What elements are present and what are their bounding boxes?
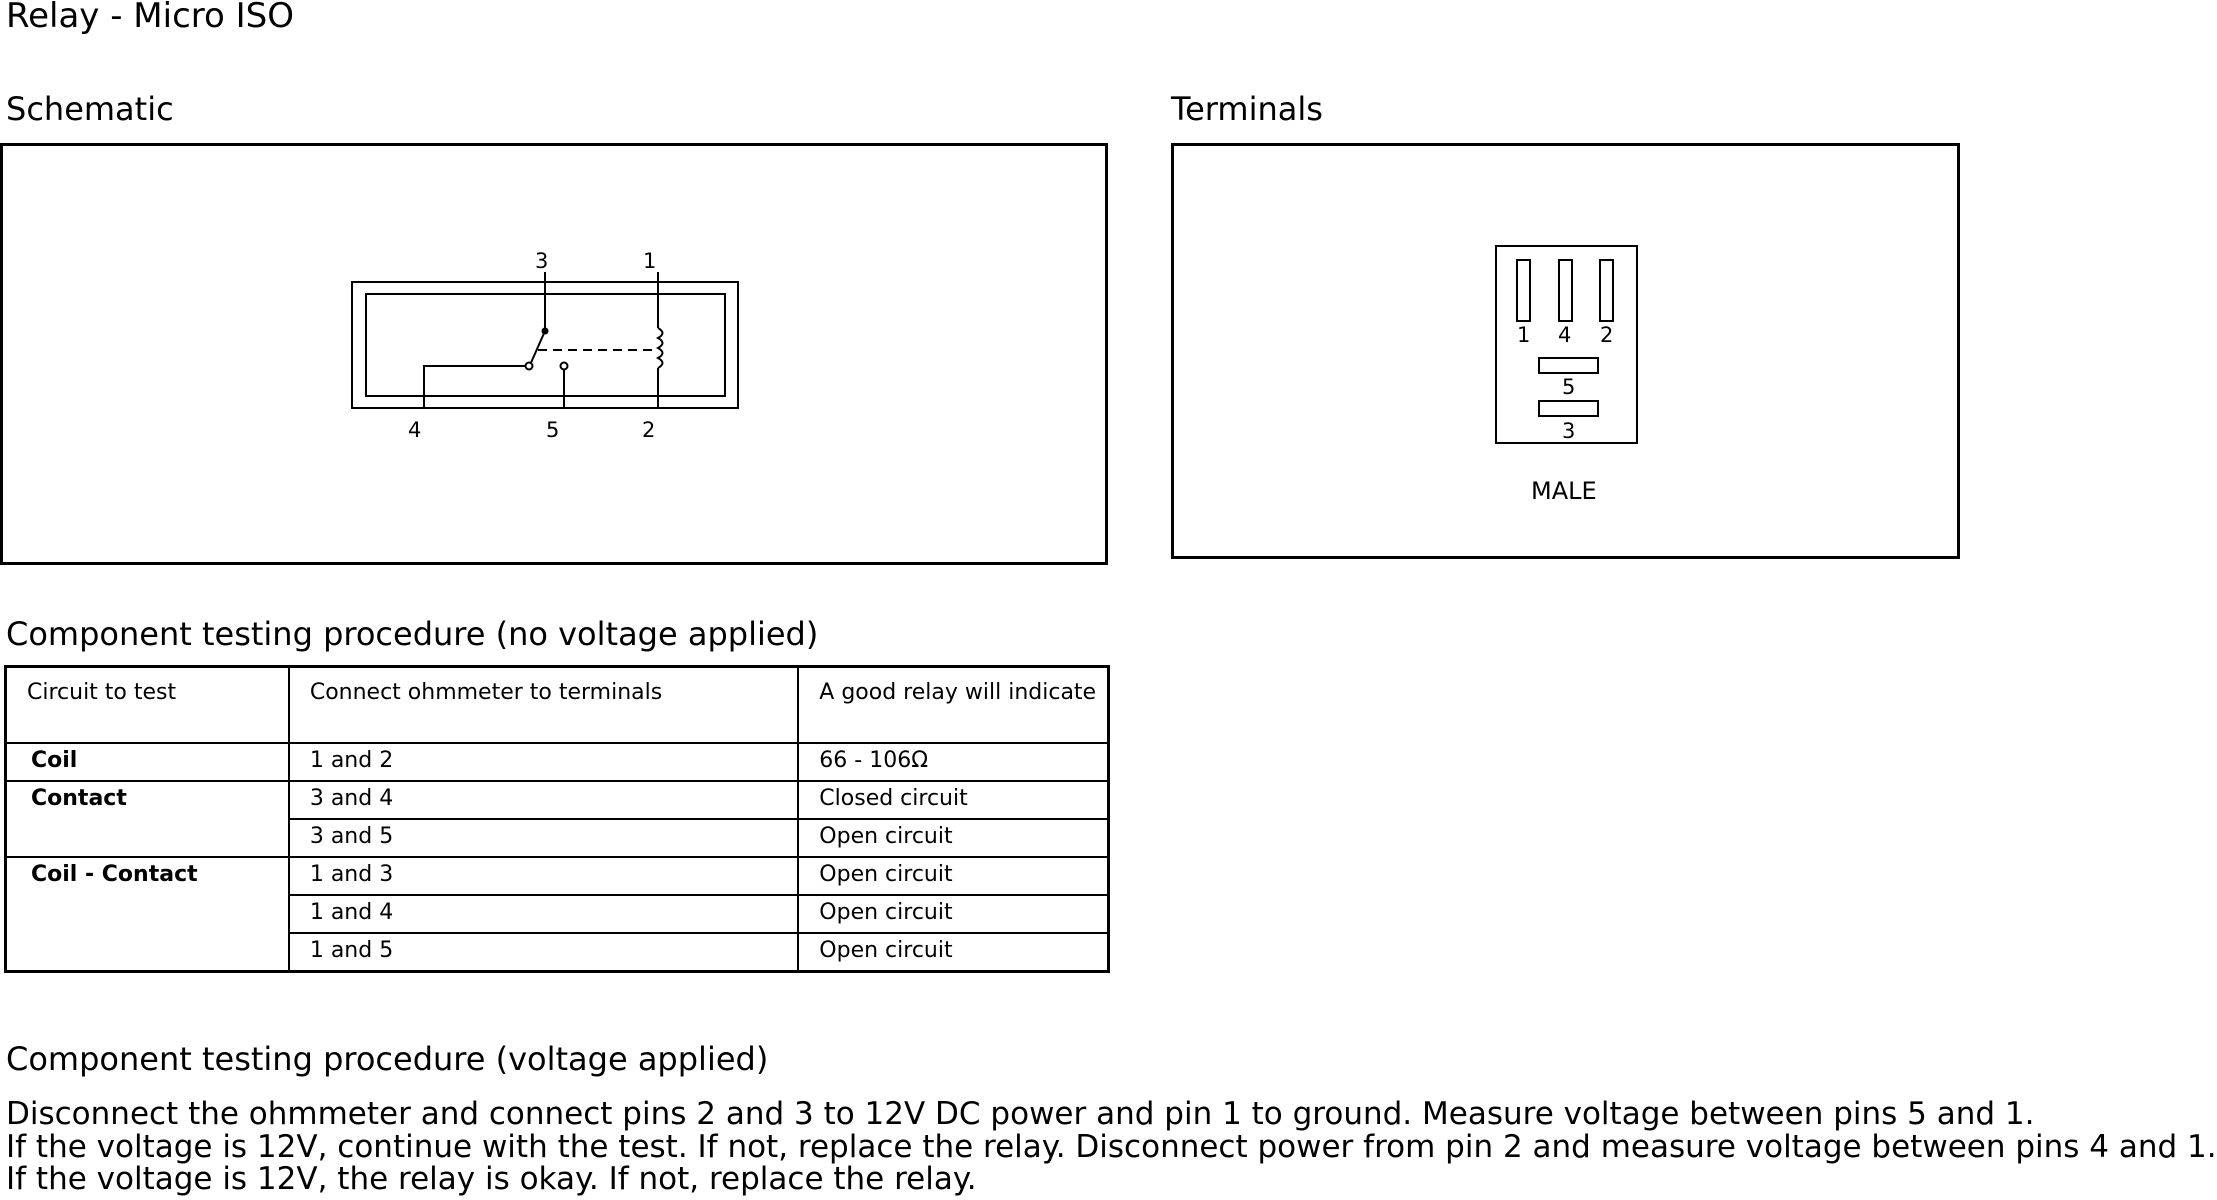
table-row: Coil 1 and 2 66 - 106Ω bbox=[4, 741, 1110, 782]
terminal-label-3: 3 bbox=[1562, 419, 1575, 443]
instruction-line: Disconnect the ohmmeter and connect pins… bbox=[6, 1096, 2035, 1132]
circuit-cell: Coil - Contact bbox=[4, 856, 290, 896]
schematic-heading: Schematic bbox=[6, 90, 174, 128]
table-row: 1 and 4 Open circuit bbox=[4, 894, 1110, 935]
circuit-cell: Coil bbox=[4, 741, 290, 782]
result-cell: Open circuit bbox=[797, 817, 1110, 859]
column-header: Connect ohmmeter to terminals bbox=[287, 665, 800, 744]
result-cell: Open circuit bbox=[797, 856, 1110, 897]
terminal-pin-4 bbox=[1558, 259, 1573, 322]
pin4-wire bbox=[423, 365, 526, 408]
switch-arm bbox=[529, 330, 546, 366]
circuit-cell bbox=[4, 933, 290, 973]
table-row: 1 and 5 Open circuit bbox=[4, 932, 1110, 973]
terminal-pin-2 bbox=[1599, 259, 1614, 322]
page-title: Relay - Micro ISO bbox=[6, 0, 294, 36]
terminals-heading: Terminals bbox=[1171, 90, 1323, 128]
terminal-label-4: 4 bbox=[1558, 323, 1571, 347]
terminals-cell: 1 and 4 bbox=[287, 894, 800, 935]
terminal-label-2: 2 bbox=[1600, 323, 1613, 347]
terminal-block bbox=[1495, 245, 1638, 444]
terminals-cell: 1 and 3 bbox=[287, 856, 800, 897]
result-cell: Closed circuit bbox=[797, 779, 1110, 821]
schematic-pin-label-1: 1 bbox=[643, 249, 656, 273]
circuit-cell: Contact bbox=[4, 779, 290, 819]
column-header: Circuit to test bbox=[4, 665, 290, 744]
table-row: Contact 3 and 4 Closed circuit bbox=[4, 779, 1110, 821]
table-header-row: Circuit to test Connect ohmmeter to term… bbox=[4, 665, 1110, 744]
terminals-cell: 1 and 5 bbox=[287, 932, 800, 973]
table-row: Coil - Contact 1 and 3 Open circuit bbox=[4, 856, 1110, 897]
no-voltage-test-table: Circuit to test Connect ohmmeter to term… bbox=[4, 665, 1110, 973]
circuit-cell bbox=[4, 819, 290, 858]
no-voltage-heading: Component testing procedure (no voltage … bbox=[6, 615, 819, 653]
terminal-pin-1 bbox=[1516, 259, 1531, 322]
schematic-pin-label-2: 2 bbox=[642, 418, 655, 442]
result-cell: Open circuit bbox=[797, 932, 1110, 973]
coil-winding bbox=[655, 327, 664, 369]
pin4-contact bbox=[524, 361, 534, 371]
table-row: 3 and 5 Open circuit bbox=[4, 817, 1110, 859]
schematic-pin-label-3: 3 bbox=[535, 249, 548, 273]
terminal-gender-label: MALE bbox=[1531, 477, 1597, 505]
instruction-line: If the voltage is 12V, continue with the… bbox=[6, 1128, 2217, 1165]
circuit-cell bbox=[4, 895, 290, 934]
voltage-heading: Component testing procedure (voltage app… bbox=[6, 1040, 769, 1078]
terminal-label-5: 5 bbox=[1562, 375, 1575, 399]
schematic-panel bbox=[0, 143, 1108, 565]
schematic-pin-label-5: 5 bbox=[546, 418, 559, 442]
result-cell: Open circuit bbox=[797, 894, 1110, 935]
terminals-cell: 3 and 5 bbox=[287, 817, 800, 859]
diagram-canvas: 3 1 4 5 2 1 4 2 5 3 MALE bbox=[351, 245, 1638, 505]
voltage-instructions: Disconnect the ohmmeter and connect pins… bbox=[6, 1098, 2217, 1196]
relay-schematic-symbol bbox=[351, 272, 739, 409]
pin5-contact bbox=[559, 361, 569, 371]
column-header: A good relay will indicate bbox=[797, 665, 1110, 744]
terminals-cell: 1 and 2 bbox=[287, 741, 800, 782]
terminals-cell: 3 and 4 bbox=[287, 779, 800, 821]
terminal-pin-3 bbox=[1538, 400, 1599, 417]
instruction-line: If the voltage is 12V, the relay is okay… bbox=[6, 1161, 977, 1197]
schematic-pin-label-4: 4 bbox=[408, 418, 421, 442]
terminal-pin-5 bbox=[1538, 357, 1599, 374]
terminal-label-1: 1 bbox=[1517, 323, 1530, 347]
result-cell: 66 - 106Ω bbox=[797, 741, 1110, 782]
